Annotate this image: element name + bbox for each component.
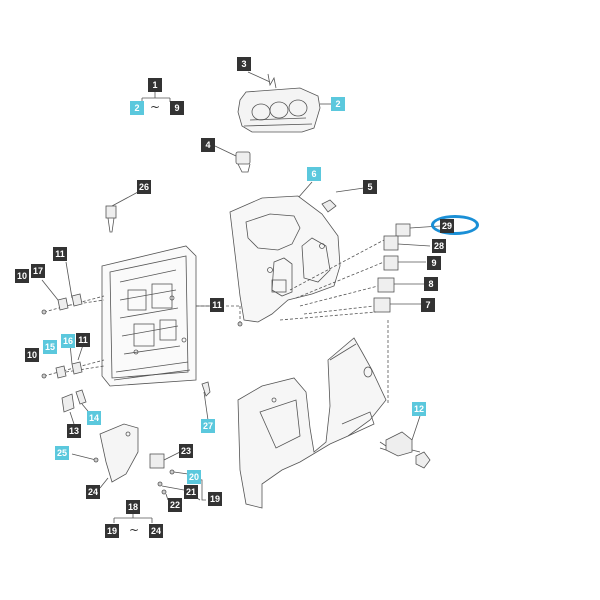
mounting-frame (101, 245, 197, 387)
bracket-part-13 (61, 389, 87, 413)
callout-7[interactable]: 7 (421, 298, 435, 312)
callout-17[interactable]: 17 (31, 264, 45, 278)
callout-11-right[interactable]: 11 (210, 298, 224, 312)
switch-part-12 (379, 431, 431, 469)
connector-part-4 (235, 151, 251, 173)
callout-1[interactable]: 1 (148, 78, 162, 92)
screws-left (41, 309, 243, 379)
part-13-leader (69, 411, 75, 425)
callout-5[interactable]: 5 (363, 180, 377, 194)
screw-part-5 (321, 199, 337, 213)
screw-part-25 (93, 457, 99, 463)
callout-27[interactable]: 27 (201, 419, 215, 433)
callout-22[interactable]: 22 (168, 498, 182, 512)
small-parts-20-22 (157, 469, 175, 495)
part-3-wire (267, 73, 277, 89)
callout-8[interactable]: 8 (424, 277, 438, 291)
cover-part-24 (99, 423, 139, 483)
callout-23[interactable]: 23 (179, 444, 193, 458)
switch-stack (373, 223, 411, 313)
instrument-cluster (237, 87, 321, 133)
relay-part-23 (149, 453, 165, 469)
callout-4[interactable]: 4 (201, 138, 215, 152)
part-5-leader (335, 187, 365, 193)
callout-21[interactable]: 21 (184, 485, 198, 499)
highlight-ring (431, 215, 479, 235)
callout-9[interactable]: 9 (427, 256, 441, 270)
callout-11-mid[interactable]: 11 (76, 333, 90, 347)
part-25-leader (71, 453, 97, 461)
callout-10-top[interactable]: 10 (15, 269, 29, 283)
switch-dashed-guides (279, 239, 385, 321)
callout-11-top[interactable]: 11 (53, 247, 67, 261)
callout-26[interactable]: 26 (137, 180, 151, 194)
callout-15[interactable]: 15 (43, 340, 57, 354)
parts-20-22-leaders (161, 471, 206, 501)
callout-3[interactable]: 3 (237, 57, 251, 71)
part-17-leader (41, 279, 59, 301)
callout-12[interactable]: 12 (412, 402, 426, 416)
callout-25[interactable]: 25 (55, 446, 69, 460)
part-4-leader (214, 145, 237, 157)
switch-leaders (390, 225, 441, 305)
callout-16[interactable]: 16 (61, 334, 75, 348)
part-3-leader (247, 71, 271, 83)
bolt-part-27 (201, 381, 211, 397)
callout-24-range-end[interactable]: 24 (149, 524, 163, 538)
callout-18[interactable]: 18 (126, 500, 140, 514)
callout-19[interactable]: 19 (208, 492, 222, 506)
callout-2-range-start[interactable]: 2 (130, 101, 144, 115)
range-bracket-bottom (113, 511, 153, 523)
callout-10-mid[interactable]: 10 (25, 348, 39, 362)
range-tilde-top: ~ (150, 100, 161, 114)
range-bracket-top (141, 91, 171, 102)
part-24-leader (99, 477, 109, 489)
range-tilde-bottom: ~ (129, 523, 140, 537)
callout-9-range-end[interactable]: 9 (170, 101, 184, 115)
part-26-leader (111, 191, 139, 207)
callout-20[interactable]: 20 (187, 470, 201, 484)
callout-2[interactable]: 2 (331, 97, 345, 111)
callout-19-range-start[interactable]: 19 (105, 524, 119, 538)
part-23-leader (163, 451, 181, 461)
lower-shroud (237, 337, 387, 509)
callout-13[interactable]: 13 (67, 424, 81, 438)
part-27-leader (203, 391, 209, 421)
callout-29[interactable]: 29 (440, 219, 454, 233)
part-12-leaders (411, 415, 421, 453)
clips-left (55, 293, 83, 379)
part-6-leader (297, 181, 313, 199)
callout-6[interactable]: 6 (307, 167, 321, 181)
callout-24[interactable]: 24 (86, 485, 100, 499)
dash-panel (229, 195, 341, 323)
callout-14[interactable]: 14 (87, 411, 101, 425)
callout-28[interactable]: 28 (432, 239, 446, 253)
knob-part-26 (105, 205, 117, 233)
